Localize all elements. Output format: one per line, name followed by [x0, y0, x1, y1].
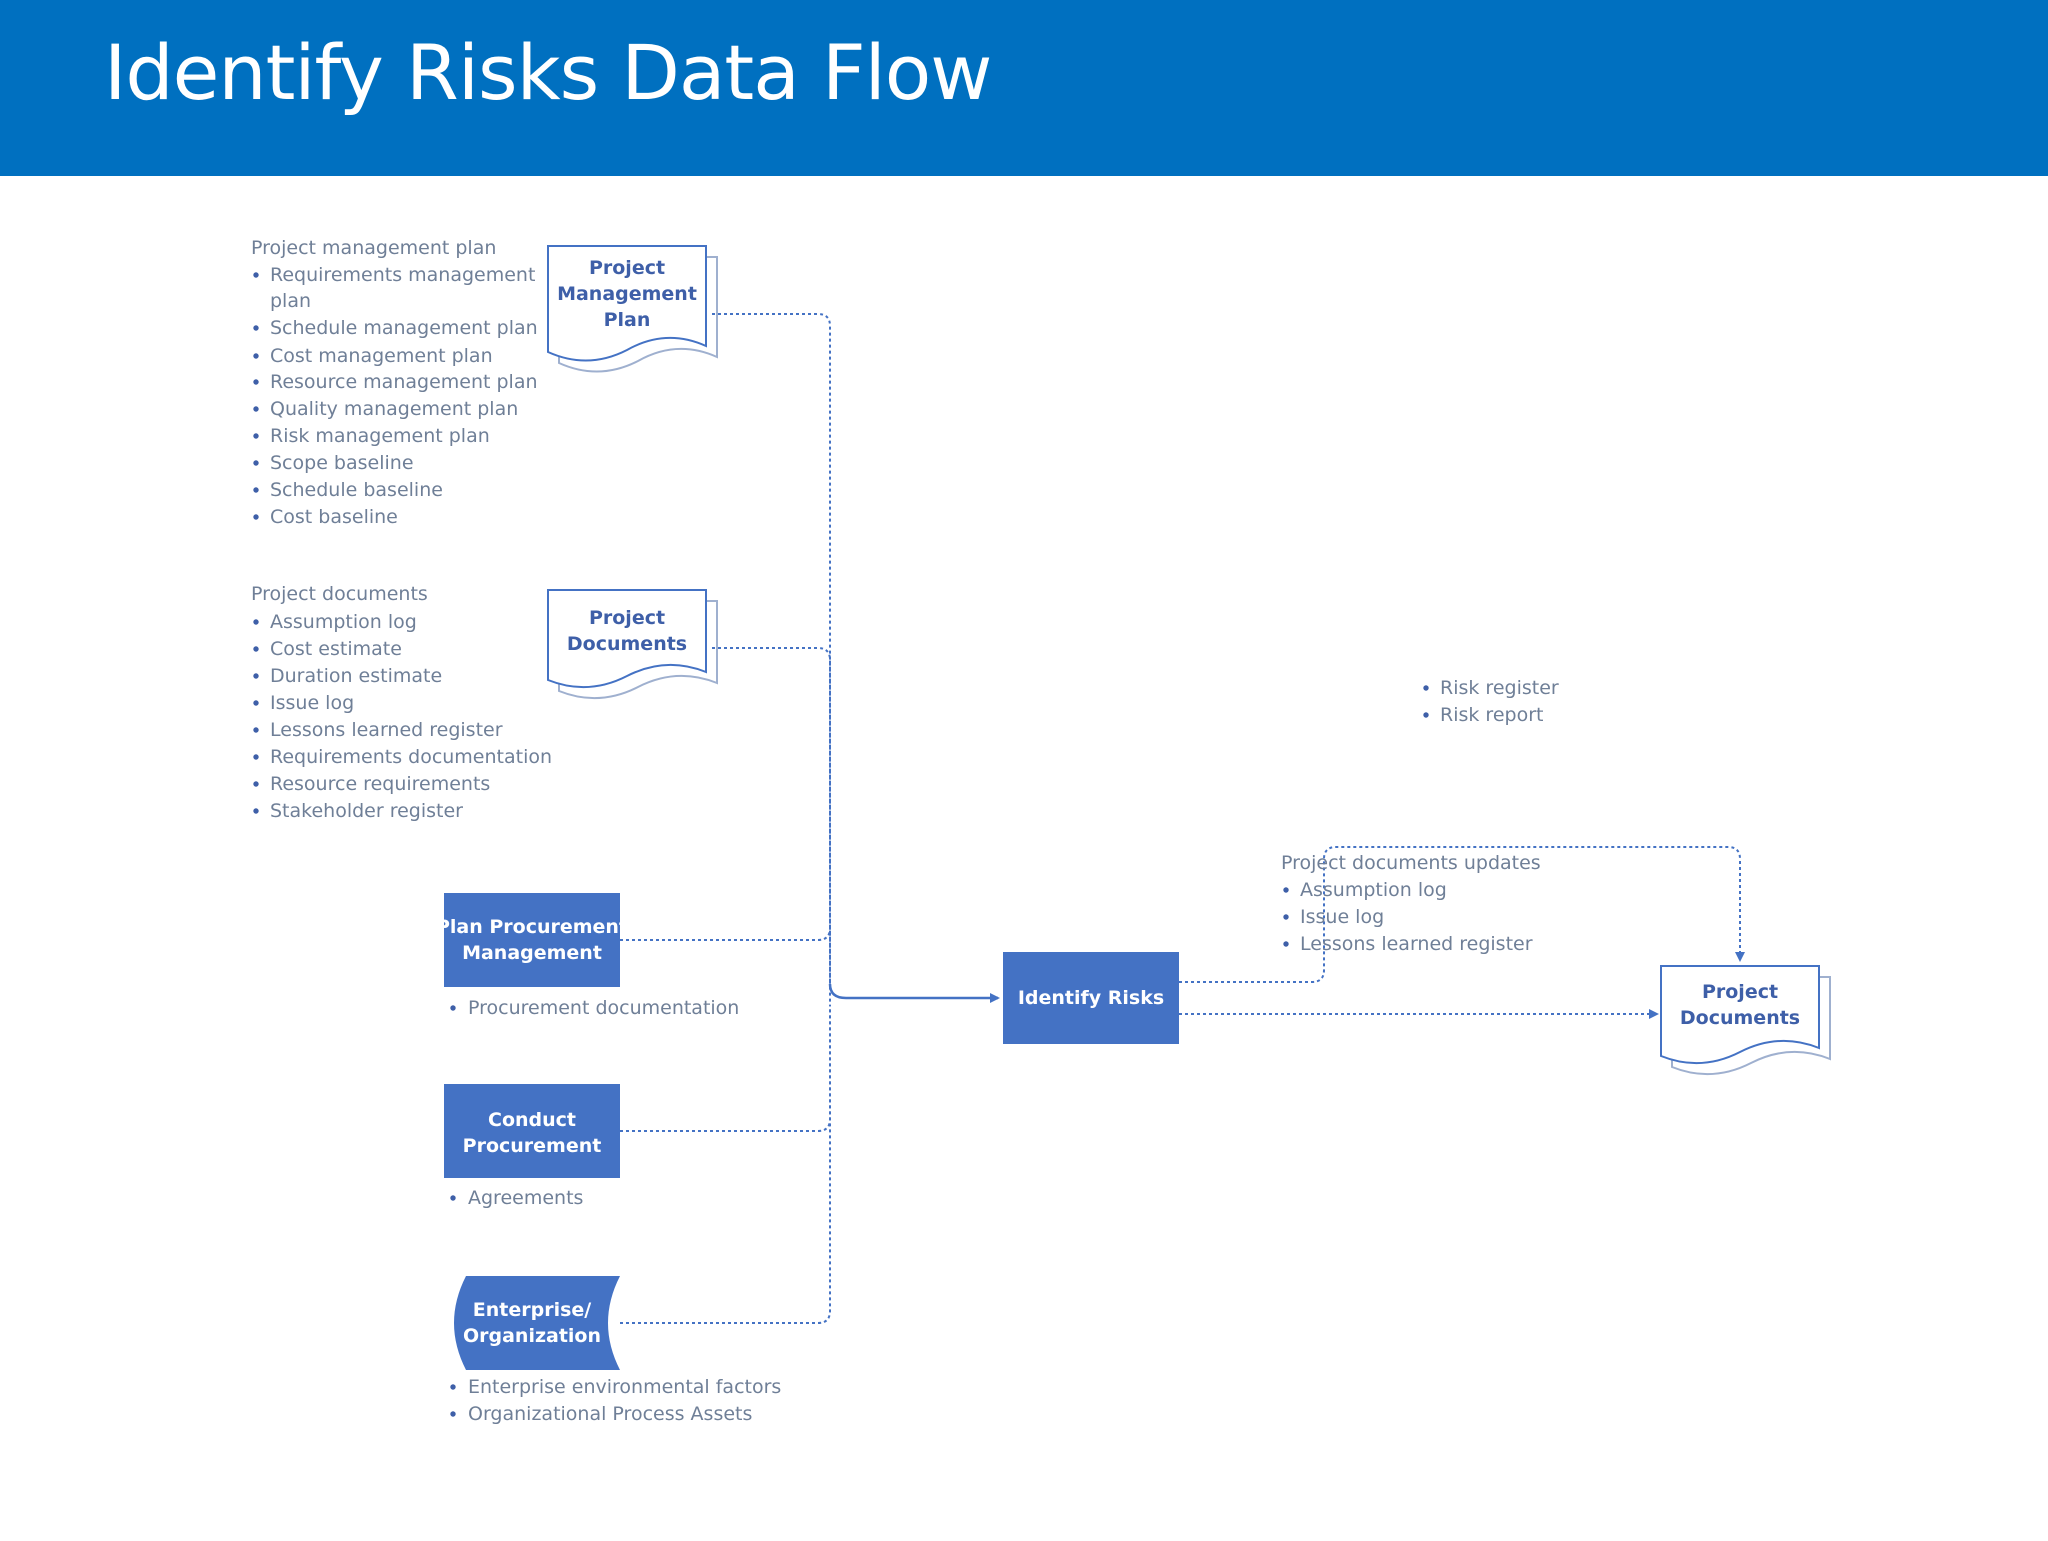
conduct-procurement-item: Agreements — [468, 1187, 583, 1209]
project-docs-doc-label: Documents — [567, 633, 687, 655]
pmp-item: Cost management plan — [270, 345, 493, 367]
output-connectors — [1179, 846, 1745, 1019]
conduct-procurement-connector — [620, 1006, 831, 1132]
project-docs-input-list: Project documents Assumption log Cost es… — [251, 583, 552, 822]
input-connectors — [620, 313, 1000, 1324]
risk-output-item: Risk report — [1440, 704, 1543, 726]
enterprise-organization-shape: Enterprise/ Organization Enterprise envi… — [450, 1276, 781, 1425]
enterprise-connector — [620, 1006, 831, 1324]
plan-procurement-connector — [620, 927, 831, 1006]
title-bar: Identify Risks Data Flow — [0, 0, 2048, 176]
identify-risks-label: Identify Risks — [1018, 987, 1164, 1009]
project-docs-item: Duration estimate — [270, 665, 442, 687]
target-project-docs-document-shape: Project Documents — [1660, 965, 1831, 1076]
plan-procurement-process-box: Plan Procurement Management Procurement … — [436, 893, 739, 1019]
pmp-item-continuation: plan — [270, 290, 311, 312]
risk-output-item: Risk register — [1440, 677, 1559, 699]
pmp-document-shape: Project Management Plan — [547, 245, 718, 373]
pmp-list-heading: Project management plan — [251, 237, 496, 259]
plan-procurement-label: Management — [462, 942, 602, 964]
project-docs-connector — [712, 647, 831, 986]
page-title: Identify Risks Data Flow — [104, 28, 992, 117]
pmp-item: Cost baseline — [270, 506, 398, 528]
pmp-item: Risk management plan — [270, 425, 490, 447]
plan-procurement-label: Plan Procurement — [436, 916, 628, 938]
project-docs-document-shape: Project Documents — [547, 589, 718, 700]
project-docs-item: Lessons learned register — [270, 719, 503, 741]
target-doc-label: Project — [1702, 981, 1778, 1003]
project-docs-item: Requirements documentation — [270, 746, 552, 768]
identify-risks-process-box: Identify Risks — [1003, 952, 1179, 1044]
updates-item: Issue log — [1300, 906, 1384, 928]
risk-register-connector — [1179, 846, 1745, 983]
project-docs-item: Resource requirements — [270, 773, 490, 795]
project-docs-updates-list: Project documents updates Assumption log… — [1281, 852, 1541, 955]
conduct-procurement-process-box: Conduct Procurement Agreements — [444, 1084, 620, 1209]
diagram-canvas: Project management plan Requirements man… — [251, 237, 1831, 1425]
pmp-item: Requirements management — [270, 264, 535, 286]
main-input-arrow — [828, 983, 1000, 1003]
pmp-connector — [712, 313, 831, 986]
project-docs-item: Issue log — [270, 692, 354, 714]
risk-register-output-list: Risk register Risk report — [1423, 677, 1559, 726]
project-docs-item: Cost estimate — [270, 638, 402, 660]
pmp-doc-label: Project — [589, 257, 665, 279]
pmp-item: Quality management plan — [270, 398, 518, 420]
conduct-procurement-label: Procurement — [463, 1135, 602, 1157]
pmp-item: Resource management plan — [270, 371, 538, 393]
pmp-item: Schedule baseline — [270, 479, 443, 501]
pmp-item: Scope baseline — [270, 452, 414, 474]
updates-item: Assumption log — [1300, 879, 1447, 901]
enterprise-label: Enterprise/ — [473, 1299, 592, 1321]
plan-procurement-item: Procurement documentation — [468, 997, 739, 1019]
data-flow-diagram: Project management plan Requirements man… — [0, 176, 2048, 1536]
project-docs-list-heading: Project documents — [251, 583, 428, 605]
pmp-item: Schedule management plan — [270, 317, 538, 339]
project-docs-item: Assumption log — [270, 611, 417, 633]
pmp-doc-label: Plan — [604, 309, 651, 331]
enterprise-item: Enterprise environmental factors — [468, 1376, 781, 1398]
pmp-doc-label: Management — [557, 283, 697, 305]
enterprise-item: Organizational Process Assets — [468, 1403, 752, 1425]
pmp-input-list: Project management plan Requirements man… — [251, 237, 538, 528]
conduct-procurement-label: Conduct — [488, 1109, 576, 1131]
updates-item: Lessons learned register — [1300, 933, 1533, 955]
project-docs-doc-label: Project — [589, 607, 665, 629]
project-docs-item: Stakeholder register — [270, 800, 463, 822]
updates-heading: Project documents updates — [1281, 852, 1541, 874]
target-doc-label: Documents — [1680, 1007, 1800, 1029]
enterprise-label: Organization — [463, 1325, 601, 1347]
